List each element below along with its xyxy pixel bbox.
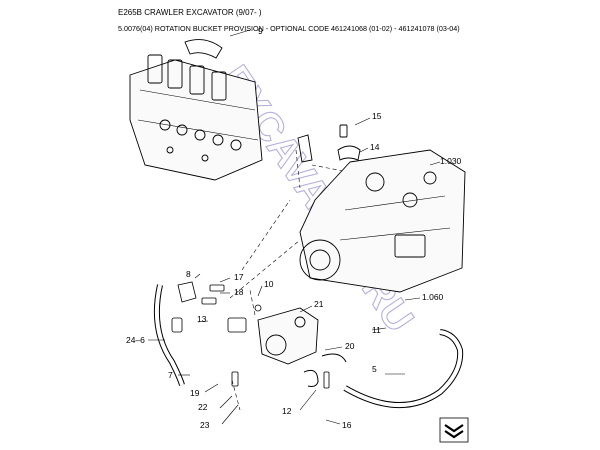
label-part-21: 21 bbox=[314, 299, 324, 309]
label-part-14: 14 bbox=[370, 142, 380, 152]
label-part-22: 22 bbox=[198, 402, 208, 412]
label-part-7: 7 bbox=[168, 370, 173, 380]
page-subtitle-section: 5.0076(04) ROTATION BUCKET PROVISION - O… bbox=[118, 24, 460, 33]
hose-5 bbox=[343, 329, 464, 409]
upper-fittings bbox=[297, 124, 361, 163]
label-part-24-6: 24–6 bbox=[126, 335, 145, 345]
label-part-16: 16 bbox=[342, 420, 352, 430]
rotation-motor bbox=[257, 307, 319, 365]
label-part-19: 19 bbox=[190, 388, 200, 398]
label-part-12: 12 bbox=[282, 406, 292, 416]
label-part-1-060: 1.060 bbox=[422, 292, 444, 302]
label-part-5: 5 bbox=[372, 364, 377, 374]
label-part-23: 23 bbox=[200, 420, 210, 430]
label-part-10: 10 bbox=[264, 279, 274, 289]
label-part-18: 18 bbox=[234, 287, 244, 297]
part-labels: 9 15 14 1.030 8 17 18 10 1.060 21 13 24–… bbox=[126, 26, 462, 430]
page-title-model: E265B CRAWLER EXCAVATOR (9/07- ) bbox=[118, 8, 262, 17]
label-part-9: 9 bbox=[258, 26, 263, 36]
main-pump-assembly bbox=[299, 149, 466, 293]
hose-24-6 bbox=[153, 284, 185, 386]
label-part-8: 8 bbox=[186, 269, 191, 279]
small-components bbox=[177, 281, 347, 389]
label-leaders bbox=[148, 29, 441, 425]
label-part-15: 15 bbox=[372, 111, 382, 121]
label-part-13: 13 bbox=[197, 314, 207, 324]
control-valve-assembly bbox=[129, 39, 263, 181]
double-chevron-down-icon[interactable] bbox=[439, 417, 469, 443]
label-part-17: 17 bbox=[234, 272, 244, 282]
label-part-20: 20 bbox=[345, 341, 355, 351]
label-part-1-030: 1.030 bbox=[440, 156, 462, 166]
label-part-11: 11 bbox=[372, 325, 381, 335]
